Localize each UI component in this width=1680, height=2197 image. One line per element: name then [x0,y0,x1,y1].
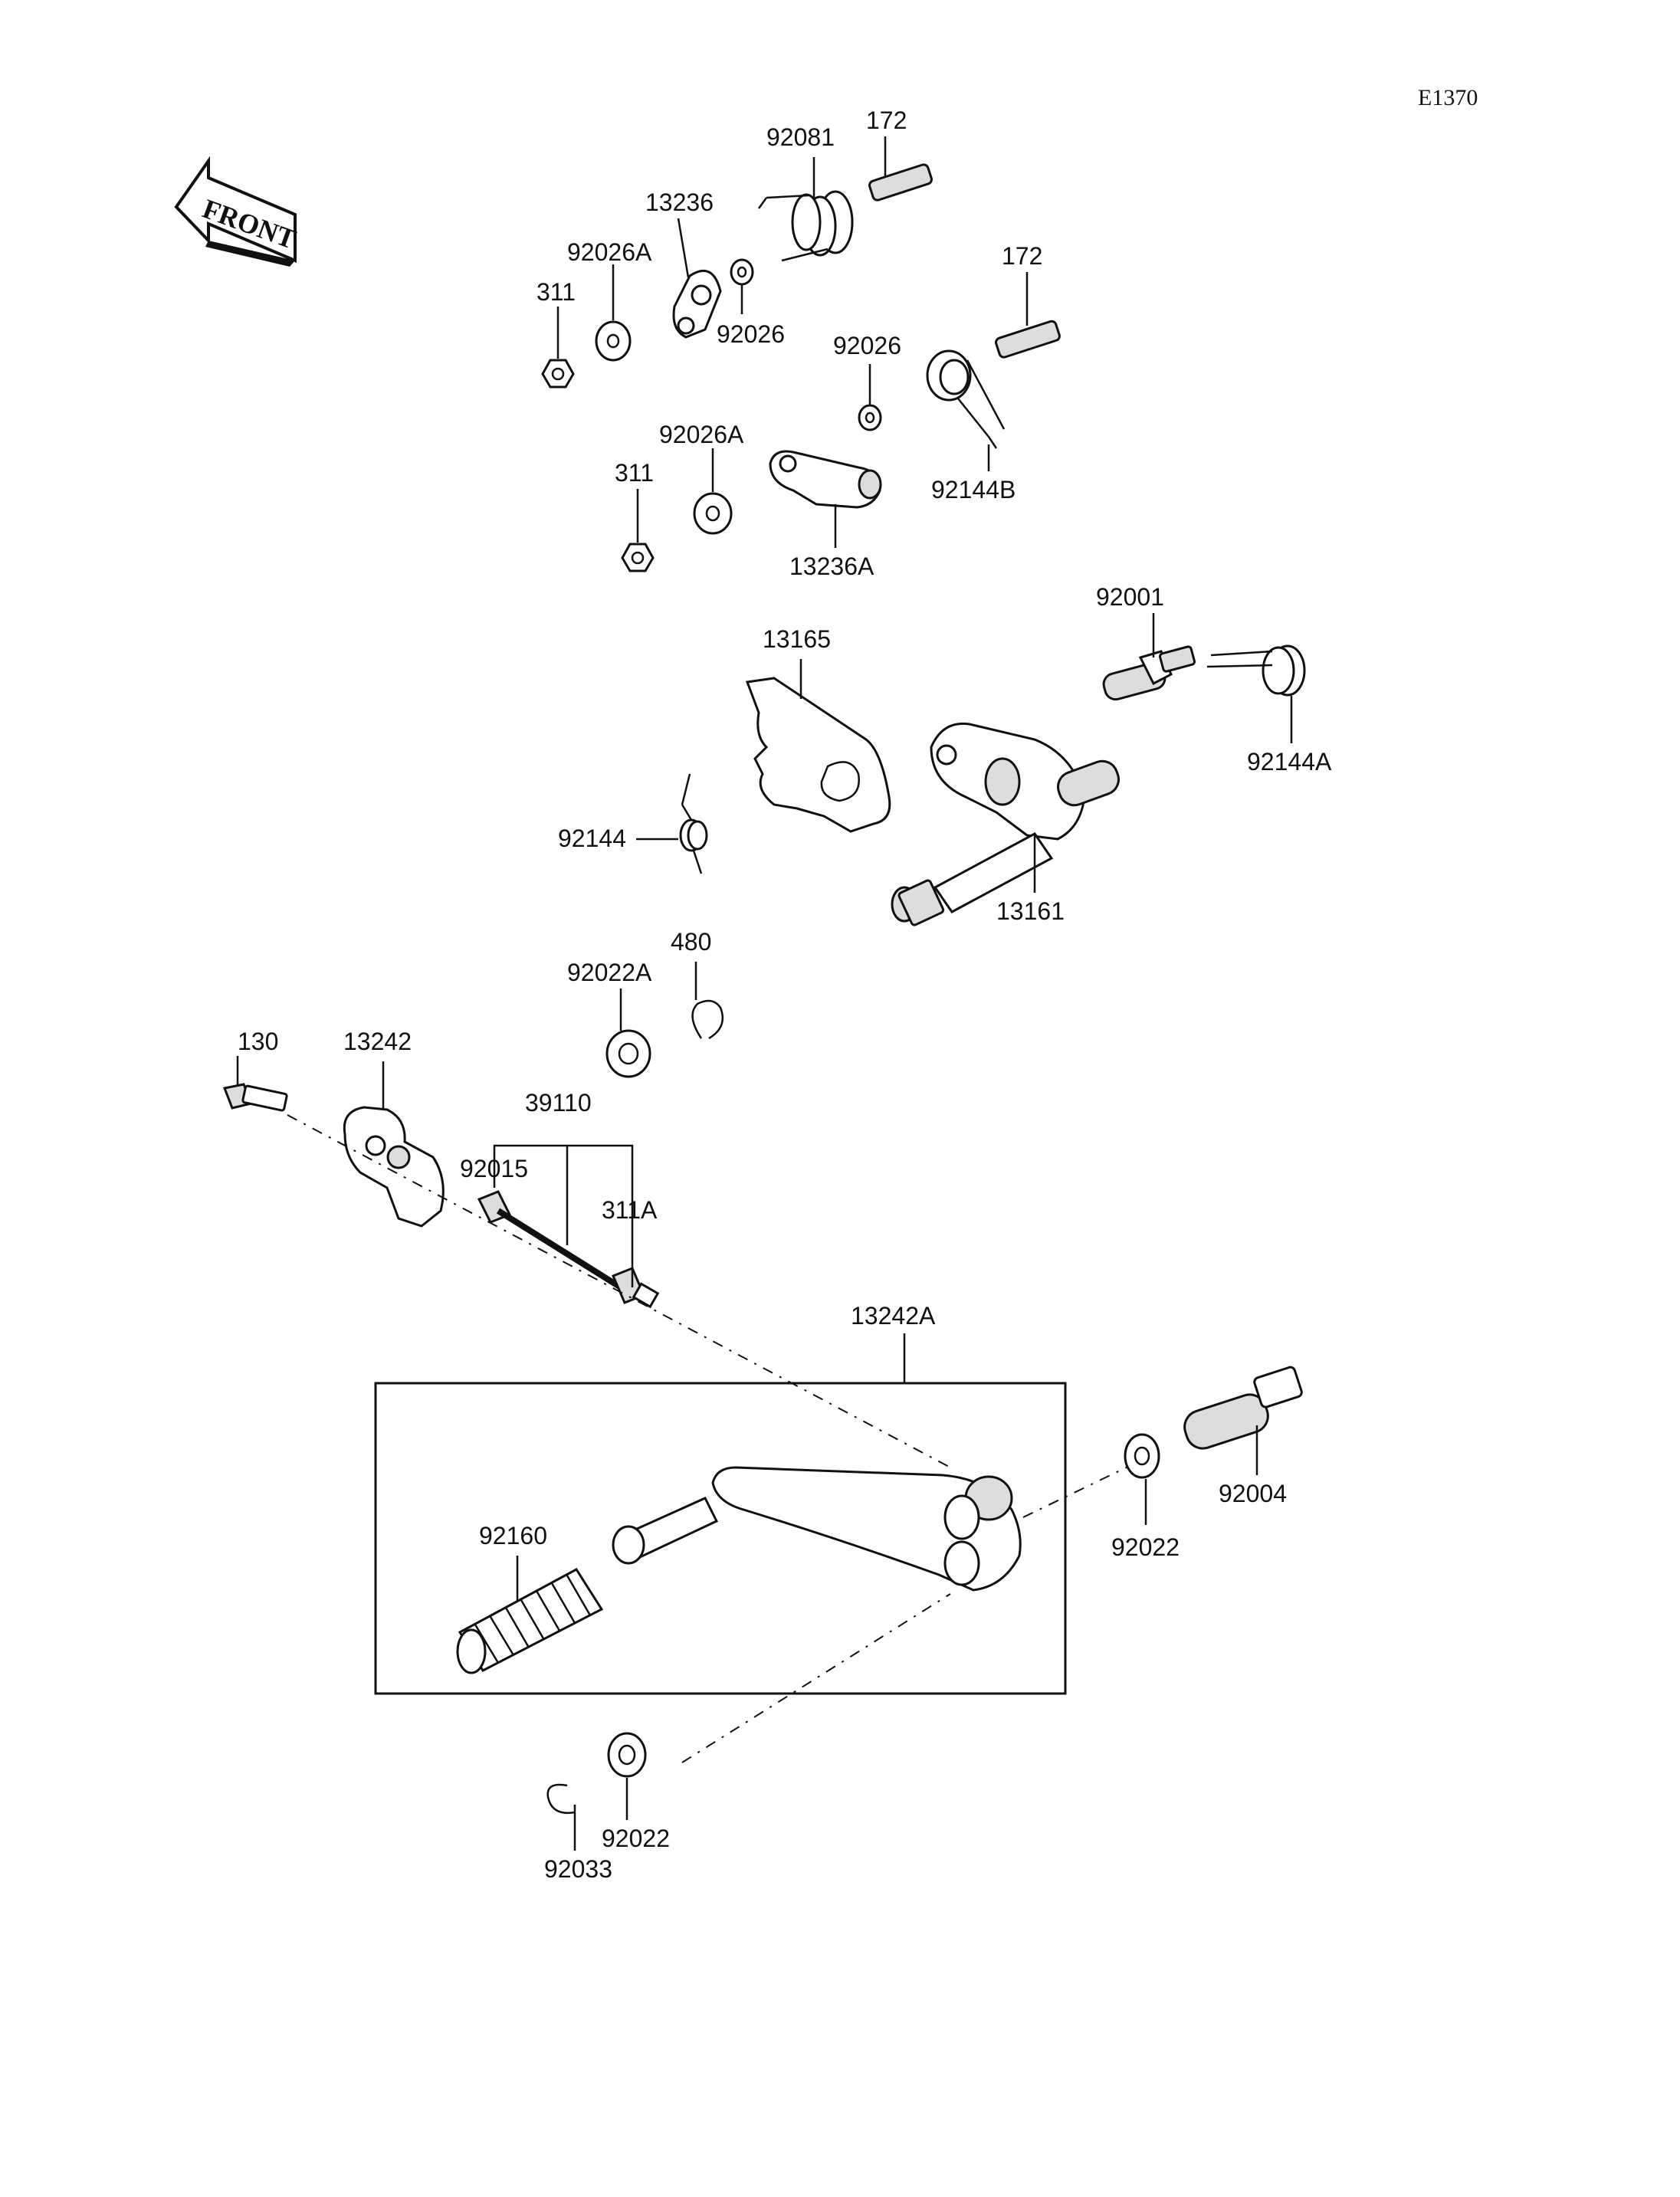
spring-92144 [679,773,708,874]
label-92015: 92015 [460,1155,528,1182]
label-39110: 39110 [525,1089,592,1117]
bolt-130 [222,1083,288,1112]
label-92160: 92160 [479,1522,547,1549]
label-92004: 92004 [1219,1480,1287,1507]
label-13242A: 13242A [851,1302,936,1330]
label-13165: 13165 [763,625,831,653]
washer-92022A [605,1029,651,1078]
label-13236A: 13236A [789,553,874,580]
stud-172-lower [995,320,1061,359]
lever-13242 [343,1106,445,1228]
label-311-lower: 311 [615,459,654,487]
circlip-480 [691,999,724,1040]
nut-311-upper [541,359,575,389]
plate-13165 [745,677,891,833]
arm-13236A [769,450,882,509]
shift-pedal [612,1466,1022,1592]
label-92033: 92033 [544,1855,612,1883]
clip-92033 [546,1783,576,1815]
washer-92022-lower [607,1732,647,1778]
tie-rod-39110 [477,1190,660,1309]
label-92026-lower: 92026 [833,332,901,359]
label-480: 480 [671,928,711,956]
arm-13236 [672,269,722,339]
label-92022-right: 92022 [1111,1533,1180,1561]
label-13242: 13242 [343,1028,412,1055]
label-13236: 13236 [645,189,714,216]
label-172-lower: 172 [1002,242,1042,270]
label-311A: 311A [602,1196,658,1224]
label-13161: 13161 [996,897,1065,925]
washer-92022-right [1124,1433,1160,1479]
pivot-bolt-92004 [1183,1366,1303,1450]
alignment-line-lower [681,1593,951,1763]
label-92026A-lower: 92026A [659,421,744,448]
label-92001: 92001 [1096,583,1164,611]
spring-92144A [1206,644,1306,697]
assembly-box-13242A [374,1382,1067,1695]
label-92022A: 92022A [567,959,652,986]
alignment-line-right [1022,1463,1135,1518]
label-92022-lower: 92022 [602,1825,670,1852]
label-172-upper: 172 [866,107,907,134]
spring-92081 [757,190,854,262]
label-92144A: 92144A [1247,748,1332,776]
washer-92026-upper [730,258,754,286]
label-92144: 92144 [558,825,626,852]
alignment-line-upper [287,1114,951,1468]
nut-311-lower [621,543,655,572]
label-311-upper: 311 [536,278,576,306]
washer-92026A-upper [595,320,632,362]
front-arrow-icon: FRONT [174,156,300,267]
label-130: 130 [238,1028,278,1055]
label-92026A-upper: 92026A [567,238,652,266]
label-92026-upper: 92026 [717,320,785,348]
washer-92026A-lower [693,492,733,535]
label-92081: 92081 [766,123,835,151]
washer-92026-lower [858,404,882,431]
spring-92144B [926,349,1006,449]
pin-92001 [1102,645,1196,701]
label-92144B: 92144B [931,476,1016,503]
shaft-13161 [891,722,1120,926]
figure-id: E1370 [1418,85,1478,110]
rubber-92160 [456,1568,604,1674]
stud-172-upper [868,163,933,202]
